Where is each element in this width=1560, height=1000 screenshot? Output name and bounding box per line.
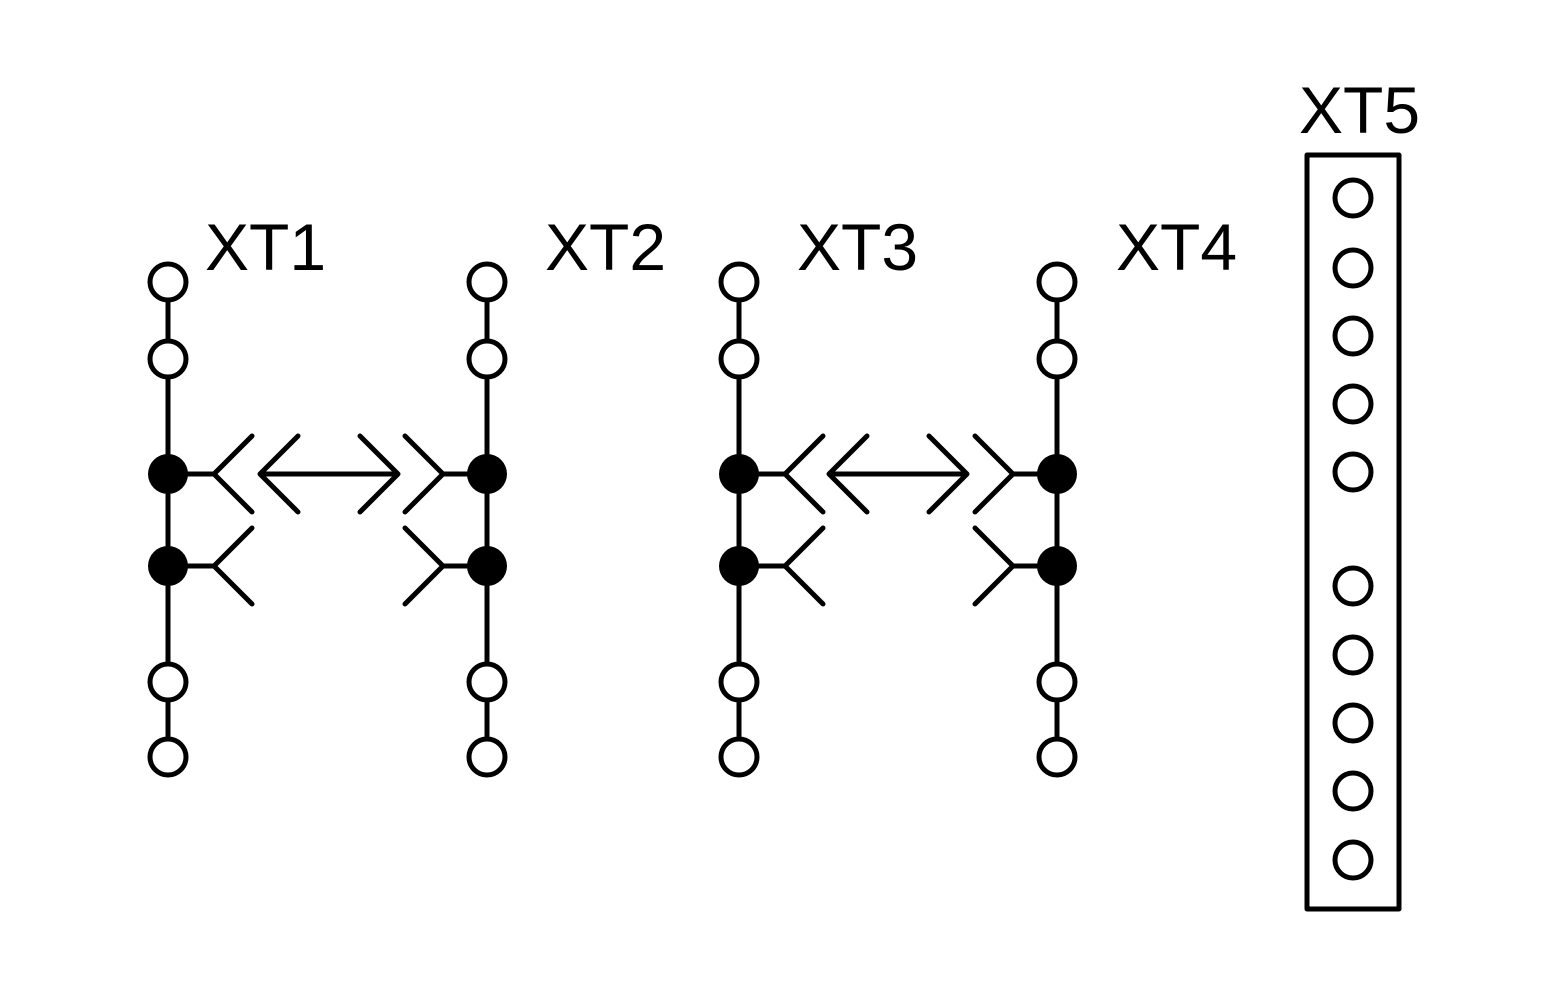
terminal-contact [718, 661, 760, 703]
terminal-contact [718, 261, 760, 303]
connection-arrow-xt1-xt2 [257, 433, 401, 515]
terminal-contact [1332, 565, 1374, 607]
terminal-contact [1036, 261, 1078, 303]
terminal-block-frame [1304, 152, 1402, 912]
terminal-contact [466, 261, 508, 303]
terminal-contact [1332, 634, 1374, 676]
label-xt4: XT4 [1116, 210, 1237, 284]
terminal-contact [1332, 177, 1374, 219]
plug-contact-symbol [165, 433, 255, 515]
plug-contact-symbol [736, 525, 826, 607]
terminal-contact [147, 338, 189, 380]
double-arrow-icon [257, 433, 401, 515]
terminal-contact [466, 338, 508, 380]
terminal-strip-xt3: XT3 [718, 210, 918, 778]
socket-contact-symbol [402, 525, 490, 607]
terminal-contact [718, 736, 760, 778]
terminal-contact [1332, 451, 1374, 493]
terminal-contact [1036, 338, 1078, 380]
connection-arrow-xt3-xt4 [826, 433, 970, 515]
terminal-contact [1332, 383, 1374, 425]
label-xt5: XT5 [1299, 73, 1420, 147]
plug-contact-symbol [165, 525, 255, 607]
label-xt1: XT1 [205, 210, 326, 284]
terminal-block-xt5: XT5 [1299, 73, 1420, 912]
terminal-contact [1036, 736, 1078, 778]
socket-contact-symbol [402, 433, 490, 515]
terminal-contact [1036, 661, 1078, 703]
terminal-contact [147, 736, 189, 778]
label-xt3: XT3 [797, 210, 918, 284]
label-xt2: XT2 [545, 210, 666, 284]
terminal-contact [1332, 770, 1374, 812]
double-arrow-icon [826, 433, 970, 515]
terminal-contact [1332, 839, 1374, 881]
terminal-strip-xt2: XT2 [402, 210, 666, 778]
terminal-contact [147, 261, 189, 303]
socket-contact-symbol [972, 525, 1060, 607]
socket-contact-symbol [972, 433, 1060, 515]
terminal-contact [1332, 247, 1374, 289]
terminal-strip-xt4: XT4 [972, 210, 1237, 778]
terminal-contact [466, 661, 508, 703]
terminal-contact [1332, 315, 1374, 357]
terminal-contact [1332, 702, 1374, 744]
terminal-contact [718, 338, 760, 380]
plug-contact-symbol [736, 433, 826, 515]
terminal-contact [147, 661, 189, 703]
terminal-strip-xt1: XT1 [147, 210, 326, 778]
terminal-contact [466, 736, 508, 778]
